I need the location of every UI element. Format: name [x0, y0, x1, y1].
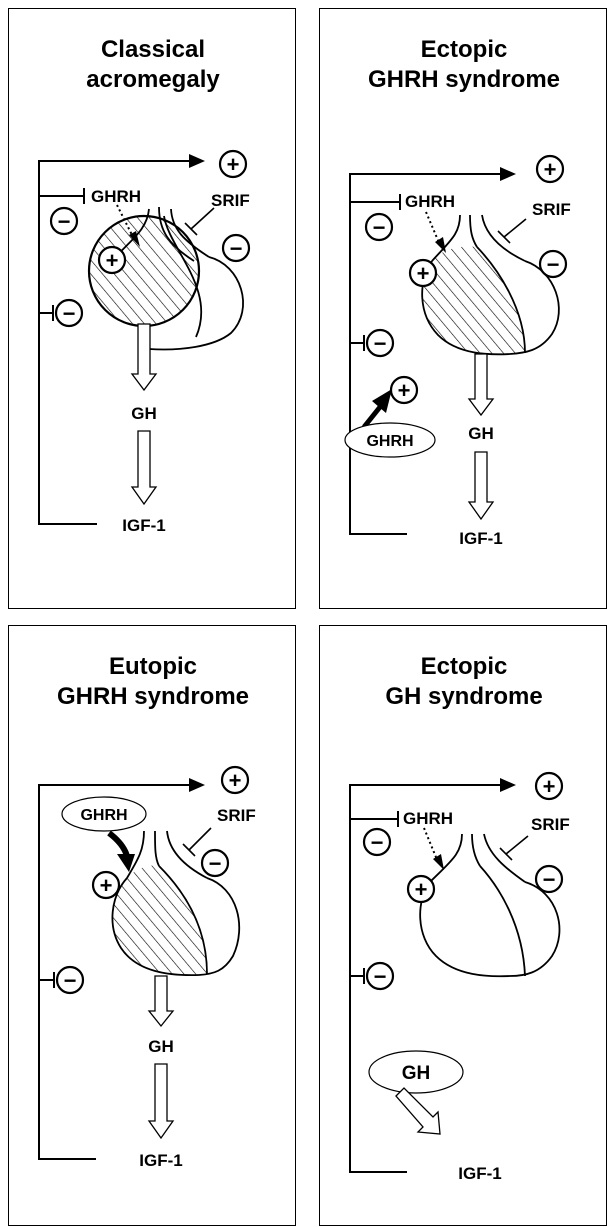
diagram-classical: Classical acromegaly	[9, 9, 297, 610]
panel-title-line2: GHRH syndrome	[368, 66, 560, 93]
panel-title-line2: GHRH syndrome	[57, 683, 249, 710]
igf1-label: IGF-1	[458, 1164, 501, 1183]
svg-text:−: −	[64, 968, 77, 993]
svg-text:−: −	[58, 209, 71, 234]
plus-sign-top: +	[537, 156, 563, 182]
feedback-arrow-head	[189, 154, 205, 168]
plus-sign-ghrh: +	[93, 872, 119, 898]
svg-text:−: −	[374, 331, 387, 356]
diagram-ectopic-ghrh: Ectopic GHRH syndrome GH IG	[320, 9, 607, 610]
igf1-label: IGF-1	[122, 516, 165, 535]
panel-eutopic-ghrh-syndrome: Eutopic GHRH syndrome GHRH GH IG	[8, 625, 296, 1226]
svg-text:−: −	[63, 301, 76, 326]
svg-text:+: +	[543, 774, 556, 799]
minus-sign-gh-feedback: −	[57, 967, 83, 993]
ghrh-label: GHRH	[405, 192, 455, 211]
svg-text:−: −	[374, 964, 387, 989]
svg-text:+: +	[106, 248, 119, 273]
diagram-ectopic-gh: Ectopic GH syndrome GH IGF-1	[320, 626, 607, 1227]
igf1-label: IGF-1	[459, 529, 502, 548]
svg-text:−: −	[209, 851, 222, 876]
ectopic-ghrh-label: GHRH	[366, 433, 413, 450]
panel-title-line1: Eutopic	[109, 653, 197, 680]
panel-ectopic-ghrh-syndrome: Ectopic GHRH syndrome GH IG	[319, 8, 607, 609]
ectopic-gh-label: GH	[402, 1063, 431, 1084]
gh-label: GH	[148, 1037, 174, 1056]
srif-label: SRIF	[531, 815, 570, 834]
gh-label: GH	[468, 424, 494, 443]
ghrh-dotted-arrow	[426, 212, 440, 245]
panel-title-line1: Ectopic	[421, 653, 508, 680]
svg-text:−: −	[230, 236, 243, 261]
svg-text:+: +	[417, 261, 430, 286]
panel-title-line1: Classical	[101, 36, 205, 63]
igf-stimulation-arrow	[396, 1088, 440, 1134]
plus-sign-ghrh: +	[410, 260, 436, 286]
feedback-arrow-head	[189, 778, 205, 792]
gh-release-arrow	[469, 354, 493, 415]
minus-sign-srif: −	[223, 235, 249, 261]
igf-stimulation-arrow	[469, 452, 493, 519]
ghrh-label: GHRH	[91, 187, 141, 206]
minus-sign-gh-feedback: −	[56, 300, 82, 326]
svg-text:+: +	[227, 152, 240, 177]
plus-sign-ectopic: +	[391, 377, 417, 403]
gh-release-arrow	[149, 976, 173, 1026]
svg-text:+: +	[398, 378, 411, 403]
srif-inhibition	[185, 208, 214, 235]
ghrh-dotted-arrow	[424, 828, 438, 862]
panel-title-line2: GH syndrome	[385, 683, 542, 710]
gh-release-arrow	[132, 324, 156, 390]
hyperplasia-hatch	[112, 866, 207, 975]
eutopic-ghrh-arrow	[109, 833, 127, 856]
hyperplasia-hatch	[423, 247, 525, 354]
plus-sign-ghrh: +	[408, 876, 434, 902]
minus-sign-gh-feedback: −	[367, 330, 393, 356]
svg-text:−: −	[371, 830, 384, 855]
srif-inhibition	[498, 219, 526, 243]
svg-text:−: −	[543, 867, 556, 892]
svg-text:−: −	[547, 252, 560, 277]
minus-sign-ghrh: −	[51, 208, 77, 234]
panel-title-line1: Ectopic	[421, 36, 508, 63]
svg-text:+: +	[100, 873, 113, 898]
srif-label: SRIF	[217, 806, 256, 825]
minus-sign-srif: −	[202, 850, 228, 876]
plus-sign-ghrh: +	[99, 247, 125, 273]
svg-text:+: +	[544, 157, 557, 182]
minus-sign-srif: −	[540, 251, 566, 277]
feedback-arrow-head	[500, 167, 516, 181]
minus-sign-gh-feedback: −	[367, 963, 393, 989]
igf-stimulation-arrow	[132, 431, 156, 504]
svg-text:+: +	[415, 877, 428, 902]
minus-sign-srif: −	[536, 866, 562, 892]
panel-ectopic-gh-syndrome: Ectopic GH syndrome GH IGF-1	[319, 625, 607, 1226]
minus-sign-ghrh: −	[364, 829, 390, 855]
gh-label: GH	[131, 404, 157, 423]
plus-sign-top: +	[220, 151, 246, 177]
minus-sign-ghrh: −	[366, 214, 392, 240]
igf-stimulation-arrow	[149, 1064, 173, 1138]
panel-title-line2: acromegaly	[86, 66, 220, 93]
svg-text:+: +	[229, 768, 242, 793]
plus-sign-top: +	[222, 767, 248, 793]
plus-sign-top: +	[536, 773, 562, 799]
panel-classical-acromegaly: Classical acromegaly	[8, 8, 296, 609]
srif-label: SRIF	[211, 191, 250, 210]
srif-label: SRIF	[532, 200, 571, 219]
eutopic-ghrh-label: GHRH	[80, 807, 127, 824]
ghrh-label: GHRH	[403, 809, 453, 828]
svg-text:−: −	[373, 215, 386, 240]
igf1-label: IGF-1	[139, 1151, 182, 1170]
diagram-eutopic-ghrh: Eutopic GHRH syndrome GHRH GH IG	[9, 626, 297, 1227]
srif-inhibition	[500, 836, 528, 860]
feedback-arrow-head	[500, 778, 516, 792]
